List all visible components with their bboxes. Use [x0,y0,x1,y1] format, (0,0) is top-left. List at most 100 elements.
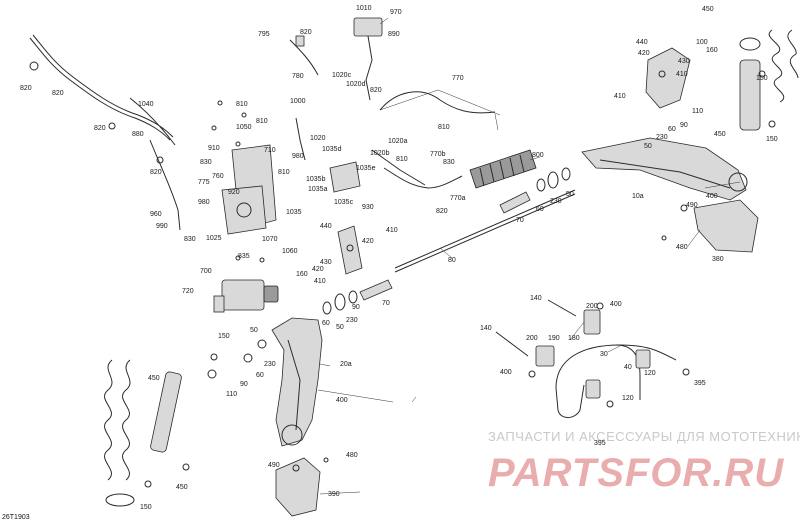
bearing-230[interactable] [547,171,559,189]
a-arm-10a[interactable] [581,137,747,201]
shock-absorber-right[interactable] [739,29,799,131]
hose-clamp[interactable] [29,61,39,71]
callout-50[interactable]: 50 [250,327,258,334]
callout-1035d[interactable]: 1035d [322,146,342,153]
callout-830[interactable]: 830 [200,159,212,166]
callout-800[interactable]: 800 [532,152,544,159]
callout-960[interactable]: 960 [150,211,162,218]
callout-980[interactable]: 980 [292,153,304,160]
callout-1070[interactable]: 1070 [262,236,278,243]
callout-90[interactable]: 90 [680,122,688,129]
bellows-800[interactable] [469,149,537,189]
callout-760[interactable]: 760 [212,173,224,180]
callout-1035e[interactable]: 1035e [356,165,376,172]
a-arm-20a[interactable] [271,317,323,447]
callout-160[interactable]: 160 [296,271,308,278]
bushing-40[interactable] [585,379,601,399]
wire-harness-890[interactable] [365,35,373,101]
seal-50[interactable] [348,290,358,304]
callout-150[interactable]: 150 [218,333,230,340]
callout-90[interactable]: 90 [240,381,248,388]
callout-110[interactable]: 110 [226,391,237,398]
callout-390[interactable]: 390 [328,491,340,498]
cable-770a[interactable] [383,167,463,189]
callout-820[interactable]: 820 [436,208,448,215]
callout-450[interactable]: 450 [702,6,714,13]
callout-970[interactable]: 970 [390,9,402,16]
callout-1025[interactable]: 1025 [206,235,222,242]
callout-710[interactable]: 710 [264,147,276,154]
bushing-40b[interactable] [635,349,651,369]
callout-770b[interactable]: 770b [430,151,446,158]
connector-795[interactable] [295,35,305,47]
callout-150[interactable]: 150 [766,136,778,143]
callout-400[interactable]: 400 [336,397,348,404]
callout-395[interactable]: 395 [694,380,706,387]
callout-420[interactable]: 420 [312,266,324,273]
callout-10a[interactable]: 10a [632,193,644,200]
seal-50[interactable] [561,167,571,181]
callout-1000[interactable]: 1000 [290,98,306,105]
tube-70-lower[interactable] [359,279,393,301]
bracket-1035[interactable] [329,161,361,193]
skid-guard-380[interactable] [693,199,759,253]
bolt-140[interactable] [547,299,577,317]
callout-60[interactable]: 60 [256,372,264,379]
callout-420[interactable]: 420 [362,238,374,245]
callout-820[interactable]: 820 [20,85,32,92]
washer-60[interactable] [322,301,332,315]
callout-1020a[interactable]: 1020a [388,138,408,145]
callout-430[interactable]: 430 [678,58,690,65]
skid-guard-390[interactable] [275,457,321,517]
callout-100[interactable]: 100 [696,39,708,46]
callout-90[interactable]: 90 [352,304,360,311]
callout-490[interactable]: 490 [268,462,280,469]
callout-230[interactable]: 230 [264,361,276,368]
callout-1035a[interactable]: 1035a [308,186,328,193]
callout-60[interactable]: 60 [322,320,330,327]
pivot-bolt[interactable] [346,244,354,252]
callout-410[interactable]: 410 [386,227,398,234]
hose-clamp[interactable] [108,122,116,130]
callout-1035b[interactable]: 1035b [306,176,326,183]
callout-775[interactable]: 775 [198,179,210,186]
callout-440[interactable]: 440 [320,223,332,230]
callout-770[interactable]: 770 [452,75,464,82]
bushing-180[interactable] [583,309,601,335]
callout-700[interactable]: 700 [200,268,212,275]
vent-hose-short[interactable] [129,97,176,146]
cable-770[interactable] [379,91,496,114]
callout-120[interactable]: 120 [622,395,634,402]
callout-440[interactable]: 440 [636,39,648,46]
callout-480[interactable]: 480 [346,452,358,459]
callout-830[interactable]: 830 [184,236,196,243]
callout-50[interactable]: 50 [566,191,574,198]
callout-120[interactable]: 120 [644,370,656,377]
callout-780[interactable]: 780 [292,73,304,80]
callout-60[interactable]: 60 [668,126,676,133]
callout-990[interactable]: 990 [156,223,168,230]
callout-980[interactable]: 980 [198,199,210,206]
callout-450[interactable]: 450 [148,375,160,382]
callout-835[interactable]: 835 [238,253,250,260]
shaft-80[interactable] [394,189,576,269]
callout-920[interactable]: 920 [228,189,240,196]
callout-400[interactable]: 400 [500,369,512,376]
callout-70[interactable]: 70 [516,217,524,224]
actuator-motor-700[interactable] [213,279,279,313]
callout-200[interactable]: 200 [526,335,538,342]
callout-50[interactable]: 50 [336,324,344,331]
callout-140[interactable]: 140 [530,295,542,302]
callout-910[interactable]: 910 [208,145,220,152]
callout-1020b[interactable]: 1020b [370,150,390,157]
bracket-1000[interactable] [295,117,306,161]
callout-490[interactable]: 490 [686,202,698,209]
callout-420[interactable]: 420 [638,50,650,57]
callout-1035[interactable]: 1035 [286,209,302,216]
callout-50[interactable]: 50 [644,143,652,150]
callout-395[interactable]: 395 [594,440,606,447]
a-arm-20a-ball-joint[interactable] [281,424,303,446]
callout-230[interactable]: 230 [550,198,562,205]
bracket-440-right[interactable] [645,47,691,109]
callout-810[interactable]: 810 [236,101,248,108]
